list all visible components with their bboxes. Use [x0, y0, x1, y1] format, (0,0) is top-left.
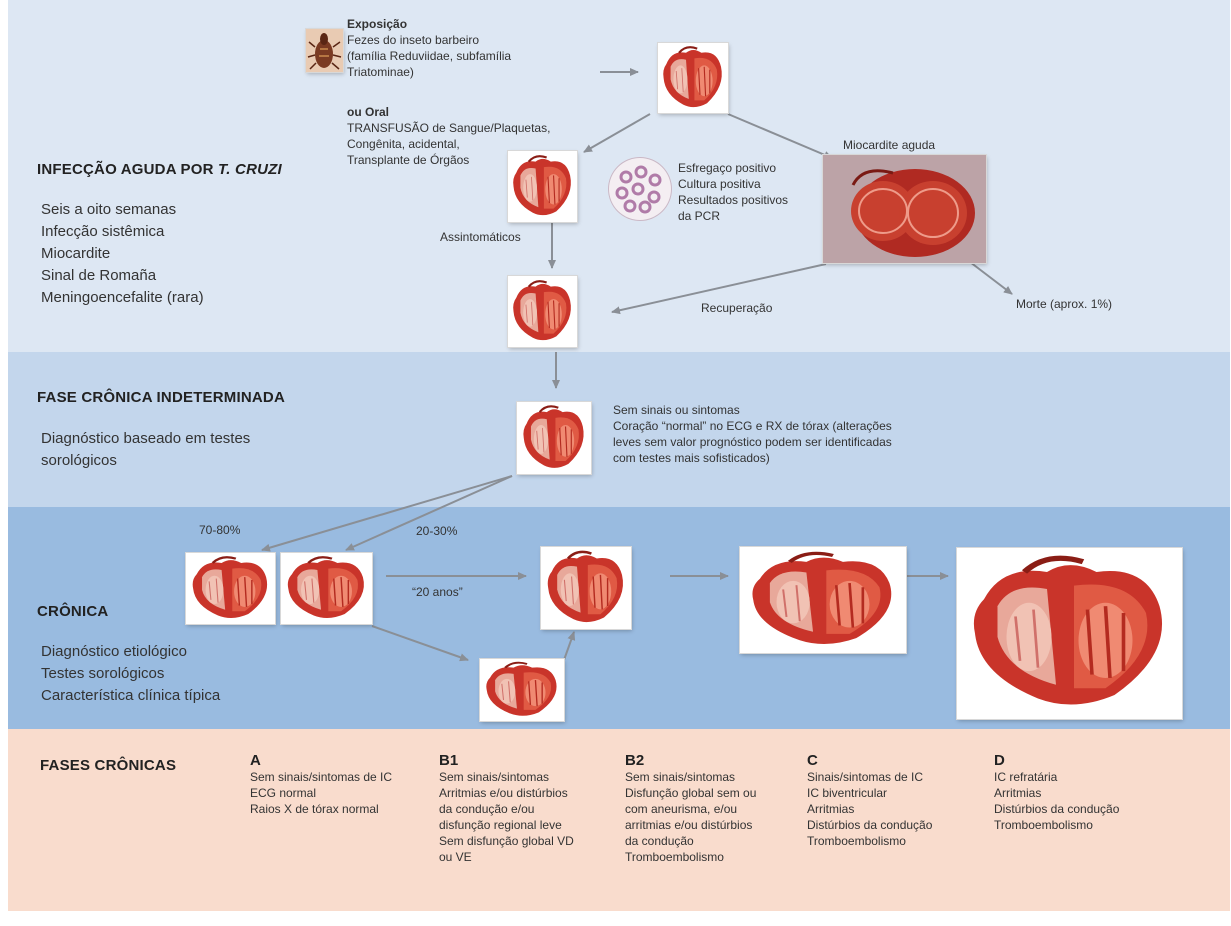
- chronic-item: Característica clínica típica: [41, 685, 220, 707]
- severe-dilated-heart-image: [957, 548, 1182, 719]
- heart-image: [541, 547, 631, 629]
- stage-column-a: A Sem sinais/sintomas de IC ECG normal R…: [250, 752, 392, 817]
- chronic-title: CRÔNICA: [37, 603, 108, 620]
- death-label: Morte (aprox. 1%): [1016, 296, 1112, 312]
- indeterminate-note-line: Coração “normal” no ECG e RX de tórax (a…: [613, 418, 892, 434]
- acute-title-prefix: INFECÇÃO AGUDA POR: [37, 161, 214, 178]
- chronic-item: Testes sorológicos: [41, 663, 220, 685]
- stage-line: Sem sinais/sintomas: [439, 769, 574, 785]
- stage-column-b1: B1 Sem sinais/sintomas Arritmias e/ou di…: [439, 752, 574, 865]
- smear-line: Resultados positivos: [678, 192, 788, 208]
- stage-line: IC refratária: [994, 769, 1119, 785]
- asymptomatic-label: Assintomáticos: [440, 229, 521, 245]
- indeterminate-note-line: com testes mais sofisticados): [613, 450, 892, 466]
- blood-smear-icon: [608, 157, 672, 221]
- stage-line: arritmias e/ou distúrbios: [625, 817, 756, 833]
- stage-line: Arritmias e/ou distúrbios: [439, 785, 574, 801]
- stage-code: D: [994, 752, 1119, 769]
- oral-line: TRANSFUSÃO de Sangue/Plaquetas,: [347, 120, 550, 136]
- acute-item: Miocardite: [41, 243, 204, 265]
- smear-line: da PCR: [678, 208, 788, 224]
- indeterminate-note-line: leves sem valor prognóstico podem ser id…: [613, 434, 892, 450]
- stage-line: Tromboembolismo: [625, 849, 756, 865]
- exposure-line: Fezes do inseto barbeiro: [347, 32, 511, 48]
- exposure-line: (família Reduviidae, subfamília: [347, 48, 511, 64]
- heart-image: [508, 151, 577, 222]
- stage-line: Sem sinais/sintomas: [625, 769, 756, 785]
- twenty-years-label: “20 anos”: [412, 584, 463, 600]
- stage-line: da condução: [625, 833, 756, 849]
- heart-image: [658, 43, 728, 113]
- stage-line: Raios X de tórax normal: [250, 801, 392, 817]
- acute-item: Infecção sistêmica: [41, 221, 204, 243]
- stage-line: Distúrbios da condução: [994, 801, 1119, 817]
- stage-column-c: C Sinais/sintomas de IC IC biventricular…: [807, 752, 932, 849]
- stage-line: com aneurisma, e/ou: [625, 801, 756, 817]
- exposure-title: Exposição: [347, 17, 407, 31]
- stage-line: Tromboembolismo: [807, 833, 932, 849]
- stage-column-b2: B2 Sem sinais/sintomas Disfunção global …: [625, 752, 756, 865]
- indeterminate-item: Diagnóstico baseado em testes: [41, 428, 250, 450]
- stage-line: ECG normal: [250, 785, 392, 801]
- heart-image: [186, 553, 275, 624]
- stage-column-d: D IC refratária Arritmias Distúrbios da …: [994, 752, 1119, 833]
- stage-line: Arritmias: [994, 785, 1119, 801]
- stage-line: Sinais/sintomas de IC: [807, 769, 932, 785]
- indeterminate-list: Diagnóstico baseado em testes sorológico…: [41, 428, 250, 472]
- stage-code: C: [807, 752, 932, 769]
- smear-line: Cultura positiva: [678, 176, 788, 192]
- heart-image: [508, 276, 577, 347]
- pct-20-30-label: 20-30%: [416, 523, 457, 539]
- indeterminate-title: FASE CRÔNICA INDETERMINADA: [37, 389, 285, 406]
- oral-line: Congênita, acidental,: [347, 136, 550, 152]
- exposure-block: Exposição Fezes do inseto barbeiro (famí…: [347, 16, 511, 80]
- pct-70-80-label: 70-80%: [199, 522, 240, 538]
- acute-item: Sinal de Romaña: [41, 265, 204, 287]
- chronic-stages-title: FASES CRÔNICAS: [40, 757, 176, 774]
- smear-results: Esfregaço positivo Cultura positiva Resu…: [678, 160, 788, 224]
- stage-line: Sem sinais/sintomas de IC: [250, 769, 392, 785]
- heart-image: [480, 659, 564, 721]
- oral-title: ou Oral: [347, 105, 389, 119]
- heart-image: [281, 553, 372, 624]
- stage-code: B1: [439, 752, 574, 769]
- acute-phase-title: INFECÇÃO AGUDA POR T. CRUZI: [37, 161, 282, 178]
- recovery-label: Recuperação: [701, 300, 772, 316]
- stage-line: Sem disfunção global VD: [439, 833, 574, 849]
- exposure-line: Triatominae): [347, 64, 511, 80]
- dilated-heart-image: [740, 547, 906, 653]
- heart-image: [517, 402, 591, 474]
- stage-line: da condução e/ou: [439, 801, 574, 817]
- myocarditis-label: Miocardite aguda: [843, 137, 935, 153]
- stage-line: Arritmias: [807, 801, 932, 817]
- stage-line: IC biventricular: [807, 785, 932, 801]
- acute-phase-list: Seis a oito semanas Infecção sistêmica M…: [41, 199, 204, 309]
- stage-code: A: [250, 752, 392, 769]
- indeterminate-item: sorológicos: [41, 450, 250, 472]
- chronic-item: Diagnóstico etiológico: [41, 641, 220, 663]
- smear-line: Esfregaço positivo: [678, 160, 788, 176]
- stage-line: Disfunção global sem ou: [625, 785, 756, 801]
- stage-line: disfunção regional leve: [439, 817, 574, 833]
- acute-item: Seis a oito semanas: [41, 199, 204, 221]
- insect-icon: [306, 29, 343, 72]
- stage-line: Tromboembolismo: [994, 817, 1119, 833]
- indeterminate-note: Sem sinais ou sintomas Coração “normal” …: [613, 402, 892, 466]
- stage-line: Distúrbios da condução: [807, 817, 932, 833]
- indeterminate-note-line: Sem sinais ou sintomas: [613, 402, 892, 418]
- stage-line: ou VE: [439, 849, 574, 865]
- acute-title-species: T. CRUZI: [218, 161, 282, 178]
- chronic-list: Diagnóstico etiológico Testes sorológico…: [41, 641, 220, 707]
- stage-code: B2: [625, 752, 756, 769]
- acute-myocarditis-heart-image: [823, 155, 986, 263]
- acute-item: Meningoencefalite (rara): [41, 287, 204, 309]
